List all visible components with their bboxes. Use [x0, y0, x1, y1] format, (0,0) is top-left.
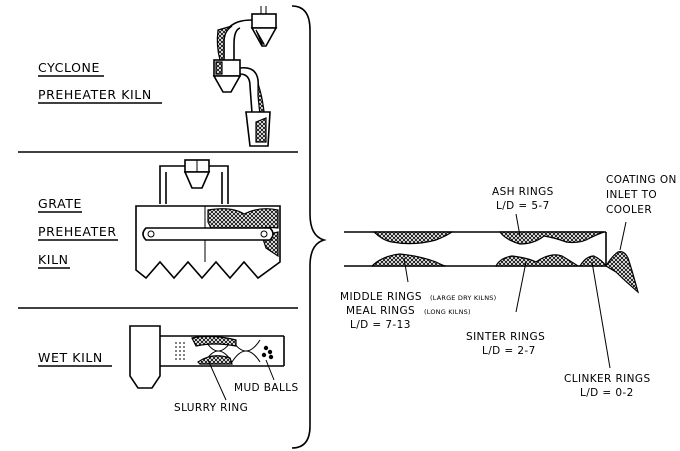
coating-label-1: COATING ON — [606, 174, 677, 186]
middle-meal-rings-callout: MIDDLE RINGS (LARGE DRY KILNS) MEAL RING… — [340, 291, 496, 331]
meal-rings-label: MEAL RINGS — [346, 305, 415, 317]
clinker-rings-label: CLINKER RINGS — [564, 373, 651, 385]
wet-kiln-label: WET KILN — [38, 350, 103, 365]
middle-rings-label: MIDDLE RINGS — [340, 291, 422, 303]
wet-kiln-section: WET KILN SLU — [38, 325, 299, 414]
sinter-rings-ratio: L/D = 2-7 — [482, 345, 536, 357]
sinter-rings-callout: SINTER RINGS L/D = 2-7 — [466, 331, 545, 357]
mud-balls-label: MUD BALLS — [234, 382, 299, 394]
middle-ring-top — [372, 231, 454, 245]
grate-label-2: PREHEATER — [38, 224, 117, 239]
ash-ring — [498, 231, 605, 245]
grate-label-1: GRATE — [38, 196, 82, 211]
slurry-ring-label: SLURRY RING — [174, 402, 248, 414]
ash-rings-ratio: L/D = 5-7 — [496, 200, 550, 212]
clinker-rings-ratio: L/D = 0-2 — [580, 387, 634, 399]
grate-label-3: KILN — [38, 252, 69, 267]
cyclone-label-2: PREHEATER KILN — [38, 87, 152, 102]
coating-label-3: COOLER — [606, 204, 652, 216]
middle-rings-note: (LARGE DRY KILNS) — [430, 294, 496, 302]
cyclone-label-1: CYCLONE — [38, 60, 100, 75]
grate-preheater-section: GRATE PREHEATER KILN — [38, 159, 281, 280]
ash-rings-callout: ASH RINGS L/D = 5-7 — [492, 186, 554, 212]
sinter-rings-label: SINTER RINGS — [466, 331, 545, 343]
kiln-detail-drawing — [344, 213, 640, 369]
sinter-ring — [495, 254, 580, 267]
clinker-ring — [578, 255, 608, 267]
ash-rings-label: ASH RINGS — [492, 186, 554, 198]
brace — [291, 5, 327, 449]
cyclone-preheater-drawing — [212, 6, 278, 147]
meal-rings-ratio: L/D = 7-13 — [350, 319, 411, 331]
cyclone-preheater-section: CYCLONE PREHEATER KILN — [38, 6, 278, 147]
cooler-coating — [605, 251, 640, 294]
coating-callout: COATING ON INLET TO COOLER — [606, 174, 677, 216]
grate-preheater-drawing — [135, 159, 281, 280]
middle-ring-bottom — [370, 253, 447, 267]
clinker-rings-callout: CLINKER RINGS L/D = 0-2 — [564, 373, 651, 399]
coating-label-2: INLET TO — [606, 189, 657, 201]
wet-kiln-drawing — [129, 325, 285, 401]
meal-rings-note: (LONG KILNS) — [424, 308, 471, 316]
